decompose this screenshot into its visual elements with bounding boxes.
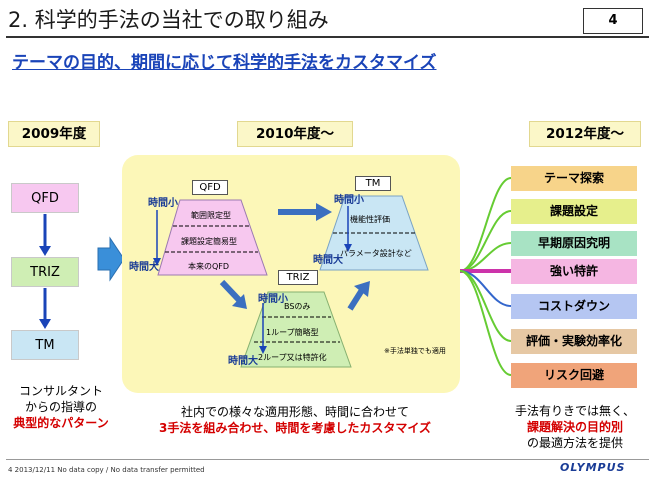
center-caption: 社内での様々な適用形態、時間に合わせて 3手法を組み合わせ、時間を考慮したカスタ… (140, 404, 450, 436)
center-caption-line2: 3手法を組み合わせ、時間を考慮したカスタマイズ (159, 421, 431, 435)
qfd-short-label: 時間小 (148, 198, 178, 209)
left-caption-line2: からの指導の (24, 400, 97, 414)
triz-row-3: 2ループ又は特許化 (258, 353, 327, 362)
qfd-tag: QFD (192, 180, 228, 195)
qfd-row-1: 範囲限定型 (191, 211, 231, 220)
right-caption-line3: の最適方法を提供 (526, 436, 623, 450)
left-caption: コンサルタント からの指導の 典型的なパターン (6, 383, 116, 431)
page-title: 2. 科学的手法の当社での取り組み (8, 8, 329, 32)
purpose-item-2: 課題設定 (511, 199, 637, 224)
triz-row-1: BSのみ (284, 302, 311, 311)
page-subtitle: テーマの目的、期間に応じて科学的手法をカスタマイズ (12, 53, 437, 73)
title-divider (6, 36, 649, 38)
triz-row-2: 1ループ簡略型 (266, 328, 319, 337)
center-caption-line1: 社内での様々な適用形態、時間に合わせて (180, 405, 409, 419)
tm-short-label: 時間小 (334, 195, 364, 206)
year-2012: 2012年度～ (529, 121, 641, 147)
purpose-item-7: リスク回避 (511, 363, 637, 388)
method-triz: TRIZ (11, 257, 79, 287)
tm-tag: TM (355, 176, 391, 191)
purpose-item-3: 早期原因究明 (511, 231, 637, 256)
triz-tag: TRIZ (278, 270, 318, 285)
tm-row-1: 機能性評価 (350, 215, 390, 224)
qfd-row-3: 本来のQFD (188, 262, 230, 271)
purpose-item-6: 評価・実験効率化 (511, 329, 637, 354)
year-2009: 2009年度 (8, 121, 100, 147)
right-caption-line2: 課題解決の目的別 (526, 420, 623, 434)
purpose-item-5: コストダウン (511, 294, 637, 319)
standalone-note: ※手法単独でも適用 (384, 347, 446, 355)
qfd-row-2: 課題設定簡易型 (181, 237, 237, 246)
year-2010: 2010年度～ (237, 121, 353, 147)
right-caption: 手法有りきでは無く、 課題解決の目的別 の最適方法を提供 (505, 403, 645, 451)
right-caption-line1: 手法有りきでは無く、 (514, 404, 635, 418)
triz-short-label: 時間小 (258, 294, 288, 305)
triz-long-label: 時間大 (228, 356, 258, 367)
page-number: 4 (583, 8, 643, 34)
big-right-arrow-icon (97, 236, 125, 282)
company-logo: OLYMPUS (560, 461, 626, 474)
method-tm: TM (11, 330, 79, 360)
tm-row-2: パラメータ設計など (340, 249, 412, 258)
left-caption-line3: 典型的なパターン (13, 416, 109, 430)
left-caption-line1: コンサルタント (18, 384, 103, 398)
purpose-item-1: テーマ探索 (511, 166, 637, 191)
purpose-item-4: 強い特許 (511, 259, 637, 284)
tm-long-label: 時間大 (313, 255, 343, 266)
footer-divider (6, 459, 649, 460)
method-qfd: QFD (11, 183, 79, 213)
footer-text: 4 2013/12/11 No data copy / No data tran… (8, 466, 205, 474)
qfd-long-label: 時間大 (129, 262, 159, 273)
